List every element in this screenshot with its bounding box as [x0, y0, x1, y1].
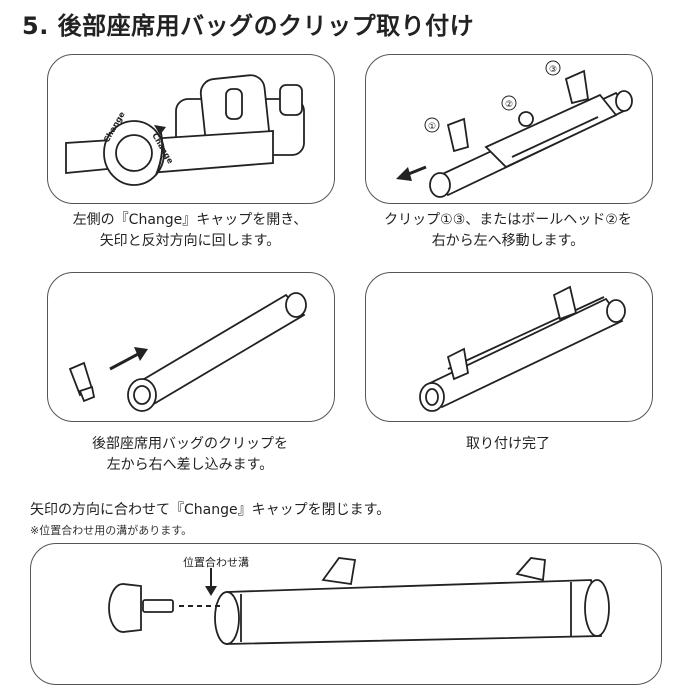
- step-2-caption-line1: クリップ①③、またはボールヘッド②を: [384, 212, 632, 228]
- step-2-panel: ① ② ③: [365, 54, 653, 204]
- marker-3: ③: [549, 65, 557, 75]
- step-1-caption: 左側の『Change』キャップを開き、 矢印と反対方向に回します。: [47, 210, 333, 252]
- marker-1-circle: [424, 117, 440, 133]
- groove-label: 位置合わせ溝: [183, 556, 249, 569]
- bottom-instruction: 矢印の方向に合わせて『Change』キャップを閉じます。: [30, 502, 391, 518]
- step-3-panel: [47, 272, 335, 422]
- step-1-caption-line2: 矢印と反対方向に回します。: [99, 233, 281, 249]
- step-1-panel: Change Change: [47, 54, 335, 204]
- step-2-caption-line2: 右から左へ移動します。: [431, 233, 585, 249]
- step-3-caption-line1: 後部座席用バッグのクリップを: [92, 436, 288, 452]
- groove-note: ※位置合わせ用の溝があります。: [30, 524, 193, 537]
- marker-2: ②: [505, 100, 513, 110]
- marker-3-circle: [545, 60, 561, 76]
- rotate-arrow-head: [154, 125, 166, 135]
- marker-2-circle: [501, 95, 517, 111]
- final-panel: 位置合わせ溝: [30, 543, 662, 685]
- step-4-panel: [365, 272, 653, 422]
- step-3-caption: 後部座席用バッグのクリップを 左から右へ差し込みます。: [47, 434, 333, 476]
- left-arrow-head: [396, 167, 412, 181]
- step-2-caption: クリップ①③、またはボールヘッド②を 右から左へ移動します。: [365, 210, 651, 252]
- step-1-caption-line1: 左側の『Change』キャップを開き、: [72, 212, 308, 228]
- step-2-illustration: ① ② ③: [396, 60, 633, 198]
- step-4-caption-line1: 取り付け完了: [466, 436, 550, 452]
- marker-1: ①: [428, 122, 436, 132]
- page-title: 5. 後部座席用バッグのクリップ取り付け: [22, 12, 475, 40]
- step-3-caption-line2: 左から右へ差し込みます。: [106, 457, 274, 473]
- right-arrow-line: [109, 351, 141, 371]
- step-1-illustration: Change Change: [65, 74, 305, 186]
- final-illustration: [108, 557, 610, 645]
- step-4-illustration: [419, 285, 626, 412]
- step-4-caption: 取り付け完了: [365, 434, 651, 455]
- right-arrow-head: [134, 347, 148, 361]
- step-3-illustration: [68, 292, 307, 412]
- groove-arrow-head: [205, 586, 217, 596]
